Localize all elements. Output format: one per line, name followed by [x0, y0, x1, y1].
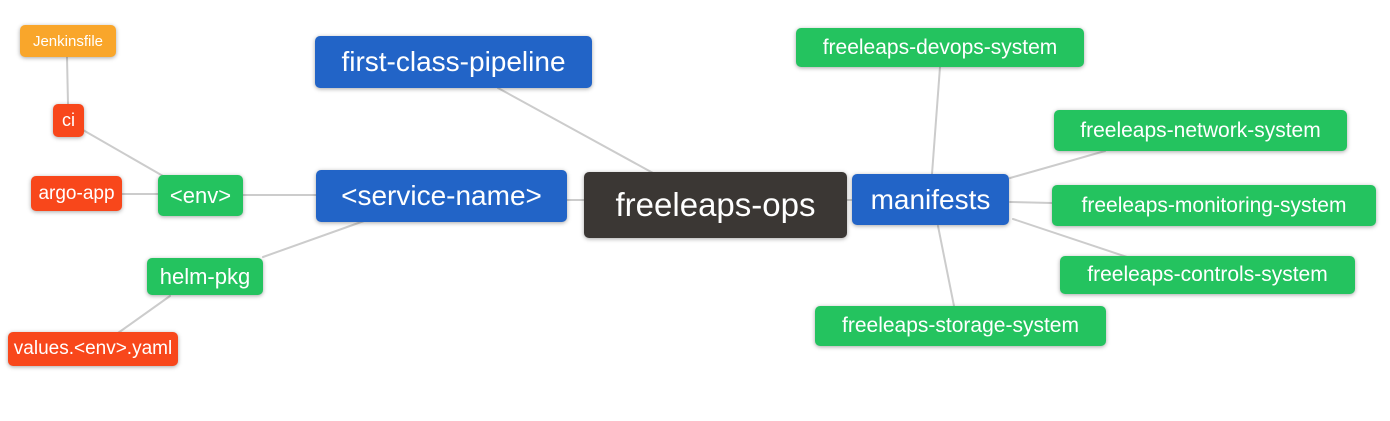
- node-jenkinsfile[interactable]: Jenkinsfile: [20, 25, 116, 57]
- node-ci[interactable]: ci: [53, 104, 84, 137]
- edge-helm-pkg-service-name: [262, 220, 365, 258]
- node-label: <env>: [169, 182, 232, 208]
- node-env[interactable]: <env>: [158, 175, 243, 216]
- node-label: helm-pkg: [159, 263, 251, 289]
- node-helm-pkg[interactable]: helm-pkg: [147, 258, 263, 295]
- node-service-name[interactable]: <service-name>: [316, 170, 567, 222]
- node-label: manifests: [870, 183, 991, 215]
- node-label: ci: [62, 110, 75, 130]
- edge-manifests-controls-system: [1012, 218, 1128, 258]
- edge-jenkinsfile-ci: [66, 56, 69, 105]
- node-freeleaps-ops[interactable]: freeleaps-ops: [584, 172, 847, 238]
- edge-manifests-storage-system: [937, 225, 955, 307]
- edge-first-class-pipeline-freeleaps-ops: [497, 87, 654, 174]
- edge-manifests-devops-system: [931, 66, 941, 175]
- edge-manifests-monitoring-system: [1009, 201, 1053, 204]
- node-label: freeleaps-ops: [615, 186, 816, 223]
- edge-values-yaml-helm-pkg: [117, 295, 171, 334]
- node-argo-app[interactable]: argo-app: [31, 176, 122, 211]
- node-label: freeleaps-storage-system: [842, 314, 1079, 337]
- node-storage-system[interactable]: freeleaps-storage-system: [815, 306, 1106, 346]
- node-label: freeleaps-monitoring-system: [1081, 193, 1347, 217]
- node-manifests[interactable]: manifests: [852, 174, 1009, 225]
- edge-manifests-network-system: [1009, 150, 1106, 179]
- edge-ci-env: [82, 129, 164, 177]
- node-label: Jenkinsfile: [32, 32, 104, 50]
- node-label: first-class-pipeline: [341, 46, 566, 77]
- node-label: freeleaps-network-system: [1080, 118, 1321, 142]
- node-monitoring-system[interactable]: freeleaps-monitoring-system: [1052, 185, 1376, 226]
- node-first-class-pipeline[interactable]: first-class-pipeline: [315, 36, 592, 88]
- node-label: argo-app: [38, 182, 115, 204]
- node-controls-system[interactable]: freeleaps-controls-system: [1060, 256, 1355, 294]
- node-label: <service-name>: [341, 180, 542, 211]
- node-label: freeleaps-controls-system: [1087, 263, 1328, 286]
- node-values-yaml[interactable]: values.<env>.yaml: [8, 332, 178, 366]
- node-devops-system[interactable]: freeleaps-devops-system: [796, 28, 1084, 67]
- node-label: values.<env>.yaml: [13, 338, 173, 359]
- node-label: freeleaps-devops-system: [822, 35, 1058, 59]
- node-network-system[interactable]: freeleaps-network-system: [1054, 110, 1347, 151]
